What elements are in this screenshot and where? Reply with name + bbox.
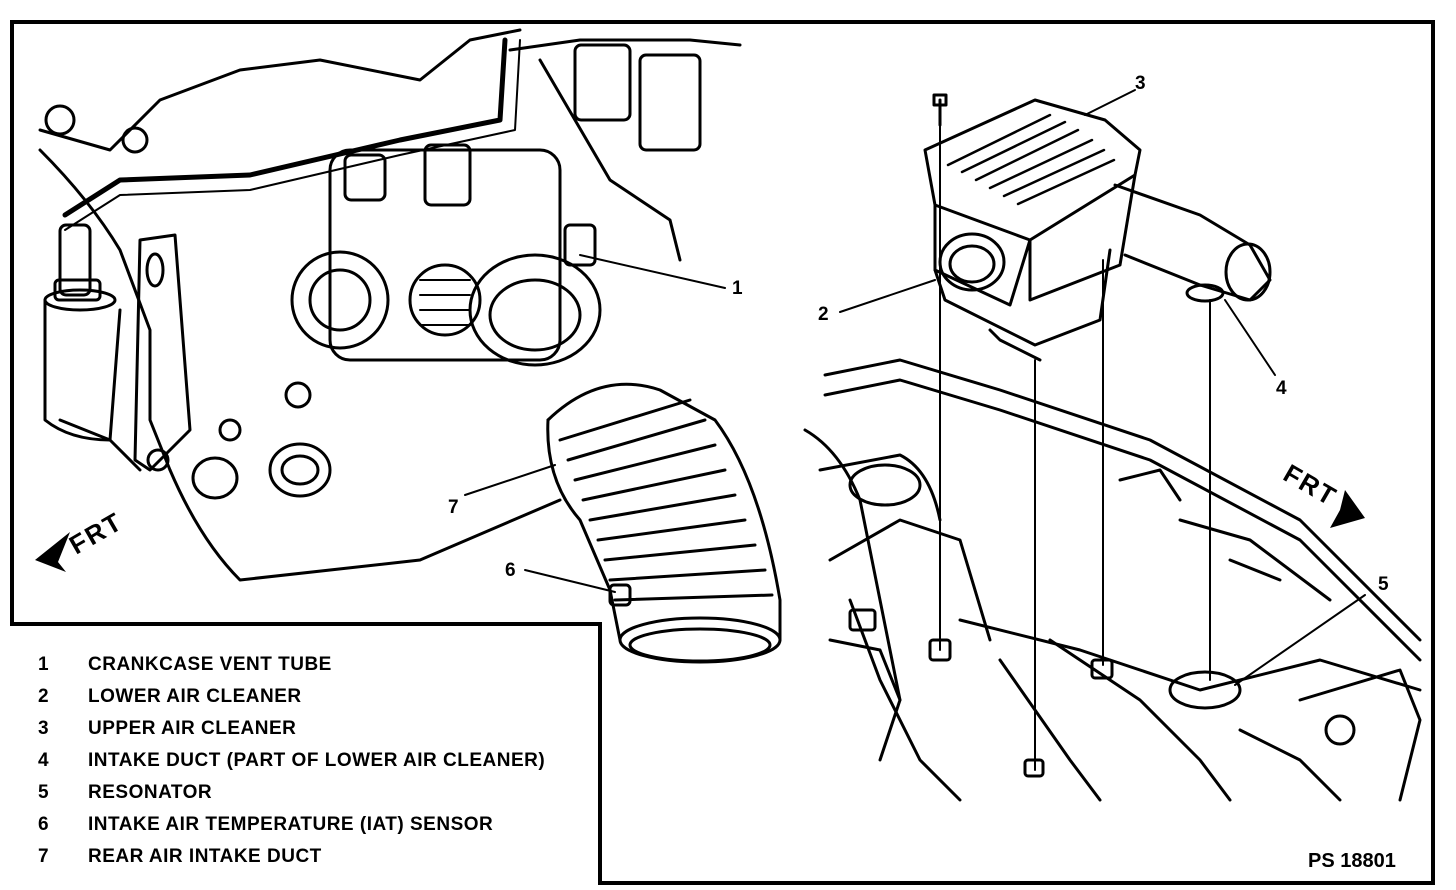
frt-arrows: [35, 490, 1365, 572]
air-cleaner-illustration: [803, 93, 1422, 802]
legend-label: LOWER AIR CLEANER: [88, 686, 302, 707]
legend-item: 5 RESONATOR: [38, 782, 212, 804]
legend-number: 7: [38, 846, 50, 867]
callout-1: 1: [732, 278, 743, 299]
legend-label: INTAKE AIR TEMPERATURE (IAT) SENSOR: [88, 814, 494, 835]
callout-7: 7: [448, 497, 459, 518]
callout-3: 3: [1135, 73, 1146, 94]
callout-5: 5: [1378, 574, 1389, 595]
legend-label: CRANKCASE VENT TUBE: [88, 654, 332, 675]
legend-number: 1: [38, 654, 50, 675]
legend-item: 4 INTAKE DUCT (PART OF LOWER AIR CLEANER): [38, 750, 545, 772]
legend-number: 2: [38, 686, 50, 707]
legend-item: 3 UPPER AIR CLEANER: [38, 718, 296, 740]
legend-label: REAR AIR INTAKE DUCT: [88, 846, 322, 867]
legend-number: 5: [38, 782, 50, 803]
throttle-body-illustration: [38, 28, 782, 664]
legend-item: 1 CRANKCASE VENT TUBE: [38, 654, 332, 676]
legend-label: INTAKE DUCT (PART OF LOWER AIR CLEANER): [88, 750, 546, 771]
legend-item: 2 LOWER AIR CLEANER: [38, 686, 302, 708]
callout-leaders: [464, 89, 1366, 686]
callout-4: 4: [1276, 378, 1287, 399]
legend-number: 6: [38, 814, 50, 835]
frt-arrow-left-icon: [35, 532, 70, 572]
legend-label: RESONATOR: [88, 782, 213, 803]
callout-2: 2: [818, 304, 829, 325]
callout-6: 6: [505, 560, 516, 581]
figure-code: PS 18801: [1308, 850, 1396, 872]
legend-label: UPPER AIR CLEANER: [88, 718, 297, 739]
frt-arrow-right-icon: [1330, 490, 1365, 528]
legend-number: 4: [38, 750, 50, 771]
legend-number: 3: [38, 718, 50, 739]
legend-item: 7 REAR AIR INTAKE DUCT: [38, 846, 322, 868]
legend-item: 6 INTAKE AIR TEMPERATURE (IAT) SENSOR: [38, 814, 493, 836]
